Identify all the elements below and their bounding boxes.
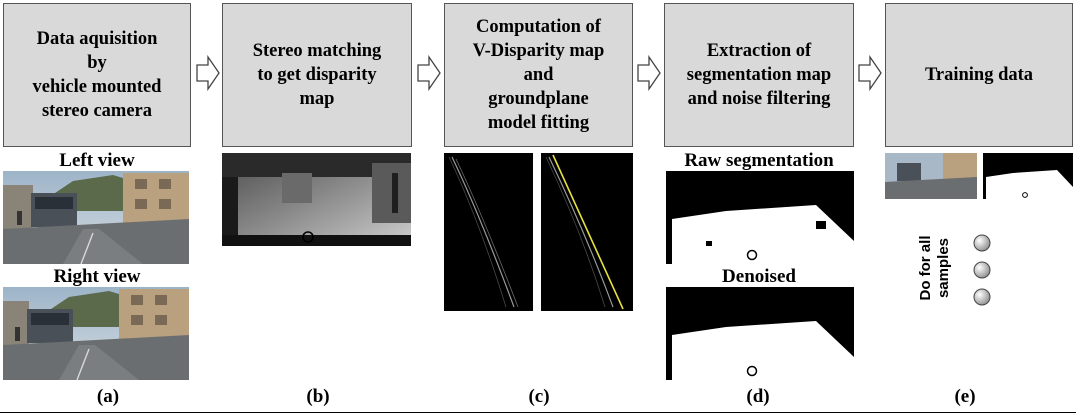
training-mask-thumbnail — [983, 153, 1073, 199]
caption-a: (a) — [96, 386, 120, 407]
right-view-label: Right view — [53, 266, 141, 287]
caption-d: (d) — [746, 386, 770, 407]
groundplane-fit-image — [541, 153, 633, 311]
left-view-image — [3, 171, 189, 264]
arrow-right-icon — [196, 55, 220, 91]
raw-segmentation-label: Raw segmentation — [684, 150, 834, 171]
caption-b: (b) — [306, 386, 330, 407]
v-disparity-map-image — [444, 153, 533, 311]
raw-segmentation-image — [666, 171, 854, 264]
right-view-image — [3, 287, 189, 380]
caption-e: (e) — [954, 386, 976, 407]
arrow-right-icon — [637, 55, 661, 91]
denoised-image — [666, 287, 854, 380]
denoised-label: Denoised — [722, 266, 796, 287]
training-rgb-thumbnail — [885, 153, 977, 199]
caption-c: (c) — [528, 386, 550, 407]
step-box-training-data: Training data — [885, 3, 1073, 147]
disparity-map-image — [222, 153, 411, 246]
arrow-right-icon — [417, 55, 441, 91]
bottom-rule — [0, 412, 1076, 413]
more-samples-dots-icon — [973, 234, 991, 306]
left-view-label: Left view — [59, 150, 135, 171]
arrow-right-icon — [858, 55, 882, 91]
